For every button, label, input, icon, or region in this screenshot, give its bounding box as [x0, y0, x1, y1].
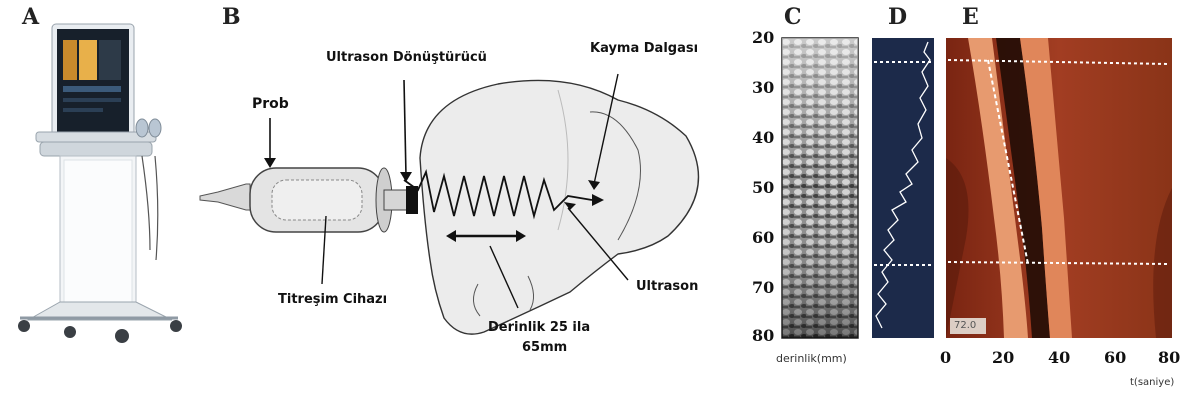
label-prob: Prob: [252, 96, 289, 112]
depth-axis-label: derinlik(mm): [776, 352, 847, 365]
label-titresim-cihazi: Titreşim Cihazı: [278, 292, 387, 307]
label-derinlik-line2: 65mm: [522, 340, 567, 355]
time-tick-20: 20: [992, 348, 1014, 367]
depth-tick-50: 50: [752, 178, 774, 197]
panel-label-c: C: [784, 4, 802, 30]
depth-tick-40: 40: [752, 128, 774, 147]
panel-label-d: D: [888, 4, 907, 30]
depth-tick-20: 20: [752, 28, 774, 47]
time-tick-60: 60: [1104, 348, 1126, 367]
panel-label-e: E: [962, 4, 979, 30]
probe-liver-diagram: [198, 40, 718, 370]
elastogram-image: [946, 38, 1172, 338]
echo-signal-trace: [872, 38, 934, 338]
depth-tick-60: 60: [752, 228, 774, 247]
label-kayma-dalgasi: Kayma Dalgası: [590, 41, 698, 56]
depth-tick-30: 30: [752, 78, 774, 97]
time-axis-label: t(saniye): [1130, 377, 1174, 388]
time-tick-80: 80: [1158, 348, 1180, 367]
elastogram-stamp: 72.0: [954, 320, 976, 331]
label-ultrason-donusturucu: Ultrason Dönüştürücü: [326, 50, 487, 65]
time-tick-0: 0: [940, 348, 951, 367]
label-ultrason: Ultrason: [636, 279, 698, 294]
fibroscan-device-illustration: [0, 20, 200, 390]
depth-tick-80: 80: [752, 326, 774, 345]
ultrasound-mmode-image: [782, 38, 858, 338]
time-tick-40: 40: [1048, 348, 1070, 367]
label-derinlik-line1: Derinlik 25 ila: [488, 320, 590, 335]
depth-tick-70: 70: [752, 278, 774, 297]
panel-label-b: B: [222, 4, 241, 30]
